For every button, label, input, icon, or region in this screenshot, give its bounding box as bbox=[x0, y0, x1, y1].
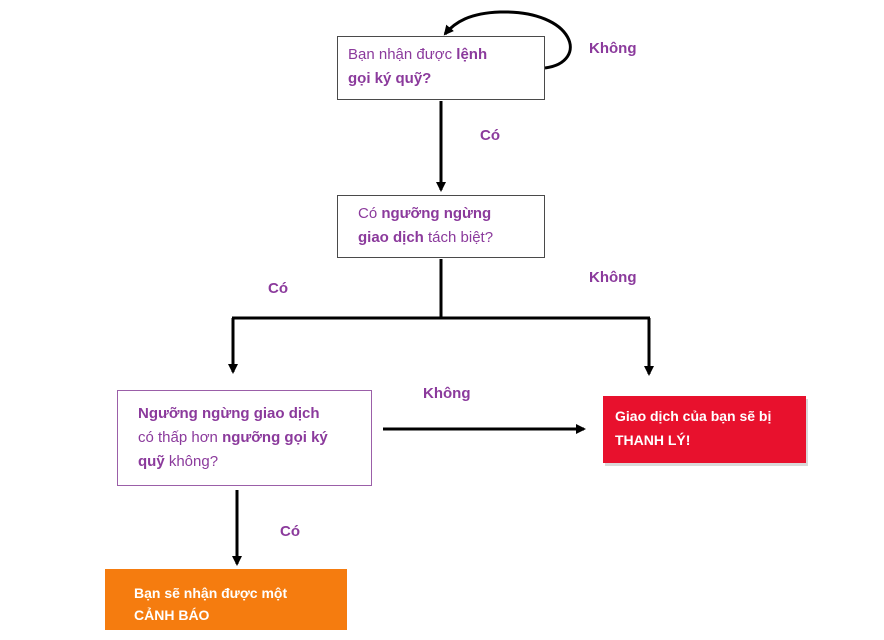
text-bold: lệnh bbox=[456, 46, 488, 63]
text: Bạn nhận được bbox=[348, 46, 457, 63]
edge-label-co-q1: Có bbox=[480, 127, 500, 144]
warning-line2: CẢNH BÁO bbox=[134, 607, 210, 623]
edge-label-co-q2: Có bbox=[268, 280, 288, 297]
text-bold: ngưỡng gọi ký bbox=[222, 429, 328, 446]
text: không? bbox=[164, 453, 219, 470]
warning-line1: Bạn sẽ nhận được một bbox=[134, 585, 288, 601]
text: có thấp hơn bbox=[138, 429, 223, 446]
text-bold: gọi ký quỹ? bbox=[348, 70, 432, 87]
text-bold: ngưỡng ngừng bbox=[381, 205, 492, 222]
text: Có bbox=[358, 205, 382, 222]
text-bold: Ngưỡng ngừng giao dịch bbox=[138, 405, 320, 422]
edge-label-khong-q3: Không bbox=[423, 385, 471, 402]
edge-label-khong-q2: Không bbox=[589, 269, 637, 286]
edge-label-khong-loop: Không bbox=[589, 40, 637, 57]
liquidation-line1: Giao dịch của bạn sẽ bị bbox=[615, 408, 772, 424]
liquidation-box: Giao dịch của bạn sẽ bị THANH LÝ! bbox=[603, 396, 806, 463]
warning-box: Bạn sẽ nhận được một CẢNH BÁO bbox=[105, 569, 347, 630]
text-bold: quỹ bbox=[138, 453, 165, 470]
liquidation-line2: THANH LÝ! bbox=[615, 432, 691, 448]
text-bold: giao dịch bbox=[358, 229, 424, 246]
edge-label-co-q3: Có bbox=[280, 523, 300, 540]
margin-call-question-box: Bạn nhận được lệnh gọi ký quỹ? bbox=[337, 36, 545, 100]
text: tách biệt? bbox=[423, 229, 494, 246]
stop-out-question-box: Có ngưỡng ngừng giao dịch tách biệt? bbox=[337, 195, 545, 258]
loop-arrow bbox=[443, 10, 572, 70]
lower-threshold-question-box: Ngưỡng ngừng giao dịch có thấp hơn ngưỡn… bbox=[117, 390, 372, 486]
